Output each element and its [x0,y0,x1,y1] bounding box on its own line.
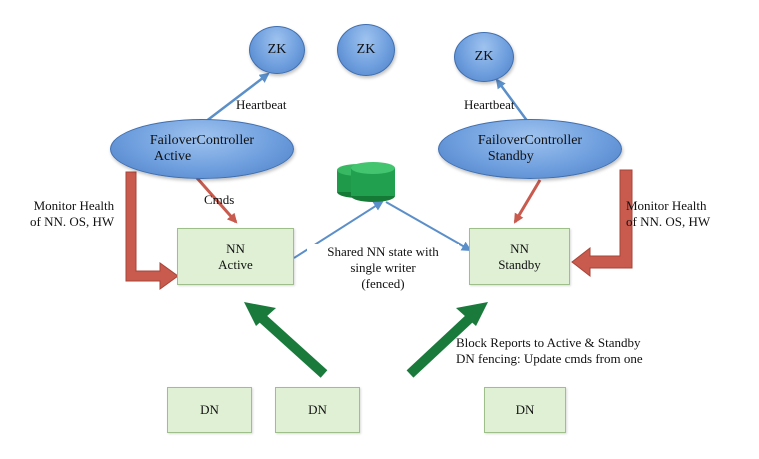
monitor-right-arrow [571,169,633,278]
monitor-left-arrow [125,171,179,290]
shared-storage-disks [337,162,395,202]
dn-node-1: DN [167,387,252,433]
dn-node-3: DN [484,387,566,433]
dn-to-active-arrow [244,302,328,378]
heartbeat-label-left: Heartbeat [236,97,287,112]
heartbeat-right-arrow [495,78,530,123]
storage-to-nn-standby-line [385,201,472,251]
zk-node-2: ZK [337,24,395,76]
zk-node-1: ZK [249,26,305,74]
dn-node-2: DN [275,387,360,433]
zk-node-3: ZK [454,32,514,82]
cmds-arrow [195,177,238,224]
heartbeat-left-arrow [204,72,270,123]
heartbeat-label-right: Heartbeat [464,97,515,112]
standby-cmds-arrow [513,179,542,224]
dn-to-standby-arrow [406,302,488,378]
cmds-label: Cmds [204,192,235,207]
